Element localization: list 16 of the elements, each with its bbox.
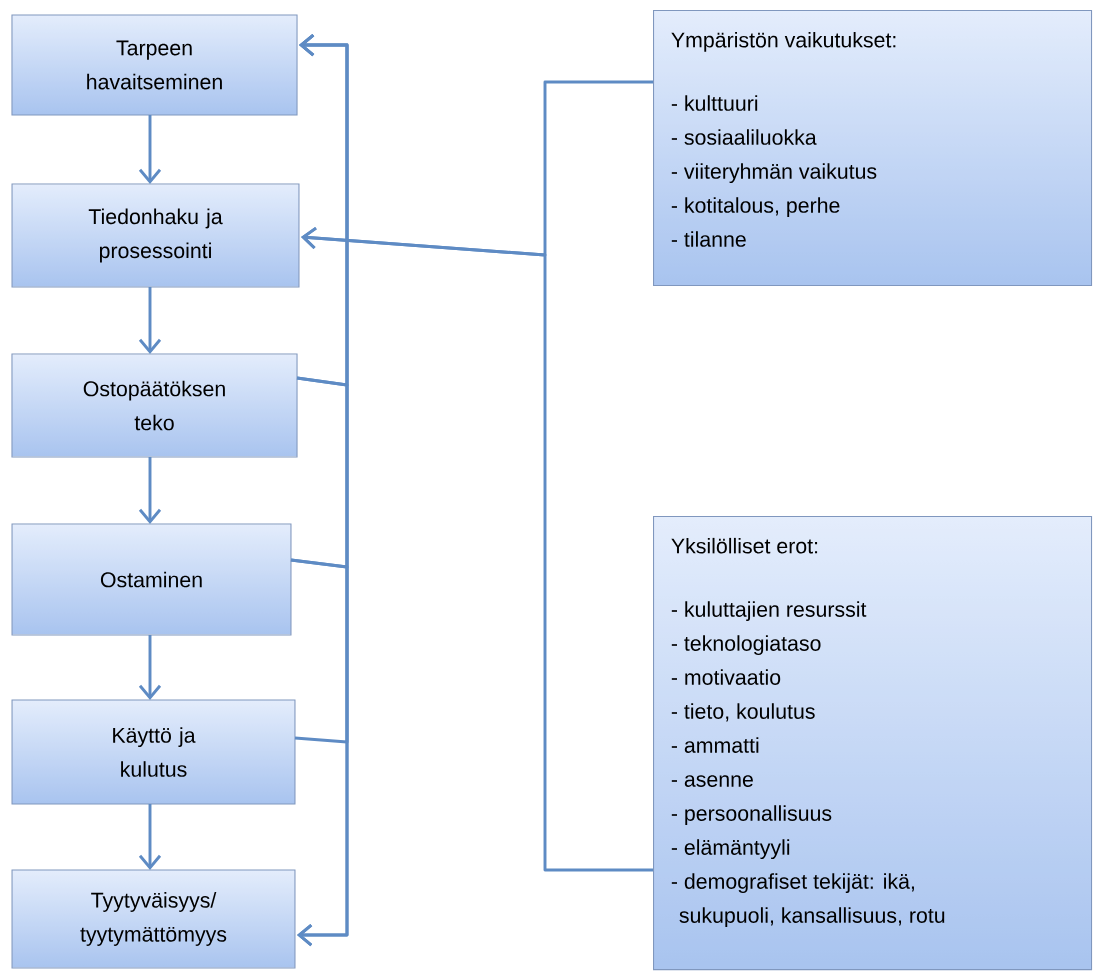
- process-box: Ostaminen: [11, 523, 292, 636]
- arrow: [138, 635, 162, 700]
- process-box: Käyttö ja kulutus: [11, 699, 296, 805]
- process-box: Tiedonhaku ja prosessointi: [11, 183, 300, 288]
- arrow: [138, 287, 162, 354]
- factor-box: Yksilölliset erot: - kuluttajien resurssit - teknologiataso - motivaatio - tieto, koulutus - ammatti - asenne - persoonallisuus - elämäntyyli - demografiset tekijät: ikä, sukupuoli, kansallisuus, rotu: [653, 516, 1093, 971]
- feedback-arrow: [290, 558, 349, 947]
- process-box: Tyytyväisyys/ tyytymättömyys: [11, 869, 296, 969]
- factor-box: Ympäristön vaikutukset: - kulttuuri - sosiaaliluokka - viiteryhmän vaikutus - kotitalous, perhe - tilanne: [653, 10, 1093, 286]
- process-box: Ostopäätöksen teko: [11, 353, 298, 458]
- arrow: [138, 115, 162, 184]
- arrow: [138, 457, 162, 524]
- influence-arrow: [301, 226, 653, 872]
- arrow: [138, 804, 162, 870]
- process-box: Tarpeen havaitseminen: [11, 14, 298, 116]
- feedback-arrow: [294, 33, 349, 744]
